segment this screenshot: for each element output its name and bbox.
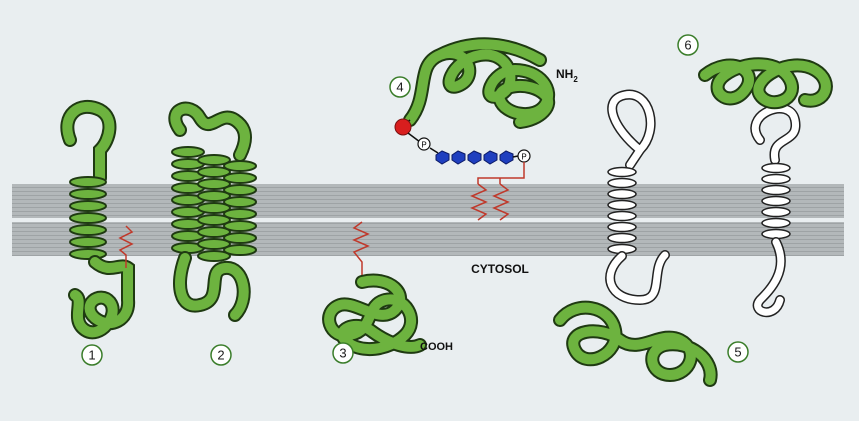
example-marker-5: 5 (728, 342, 748, 362)
example-marker-4: 4 (390, 77, 410, 97)
outer-leaflet (12, 184, 844, 218)
example-number-4: 4 (396, 80, 403, 95)
example-marker-2: 2 (211, 345, 231, 365)
example-marker-6: 6 (678, 35, 698, 55)
example-marker-1: 1 (82, 345, 102, 365)
example-number-3: 3 (339, 346, 346, 361)
inner-leaflet (12, 222, 844, 256)
example-number-6: 6 (684, 38, 691, 53)
phosphate-label-left: P (421, 141, 426, 150)
cooh-label: COOH (420, 341, 453, 353)
example-marker-3: 3 (333, 343, 353, 363)
phosphate-label-right: P (521, 153, 526, 162)
example-number-5: 5 (734, 345, 741, 360)
example-number-1: 1 (88, 348, 95, 363)
cytosol-label: CYTOSOL (471, 262, 529, 276)
example-number-2: 2 (217, 348, 224, 363)
